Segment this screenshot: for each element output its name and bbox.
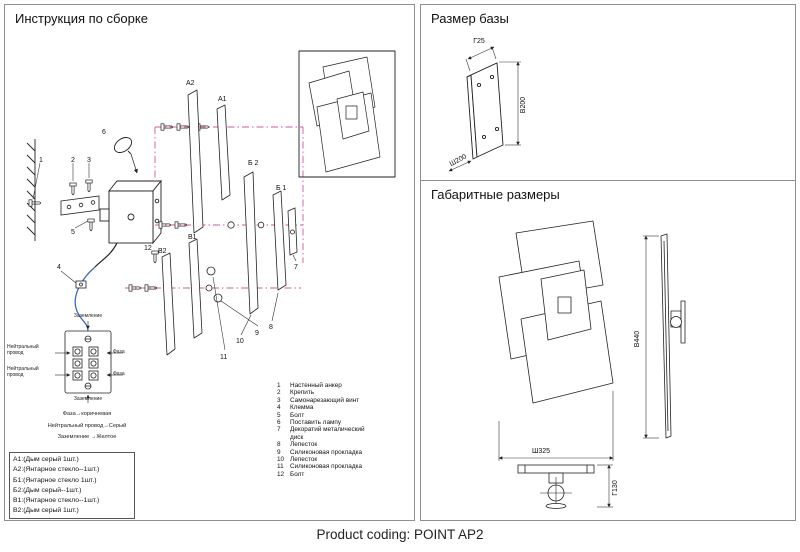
wire-clamp [75,280,87,289]
glass-label-a1: A1 [218,96,227,103]
part-label-7: 7 [294,264,298,271]
base-dimensions [448,46,521,172]
wire-color-legend: Фаза→коричневая Нейтральный провод→Серый… [21,409,153,444]
overall-dimensions-title: Габаритные размеры [431,187,560,202]
glass-variants-legend: A1:(Дым серый 1шт.) A2:(Янтарное стекло-… [9,452,135,519]
product-coding-text: Product coding: POINT AP2 [316,527,484,542]
glass-legend-row: A1:(Дым серый 1шт.) [13,456,79,463]
overall-height-dim: В440 [634,331,641,347]
base-width-dim: Ш200 [449,153,468,168]
wiring-neutral-label-1: Нейтральный провод [7,344,39,356]
glass-panel-a1 [216,104,231,201]
glass-panel-v1 [188,238,203,339]
overall-dim-lines [498,235,659,508]
part-label-5: 5 [71,229,75,236]
glass-label-a2: A2 [186,80,195,87]
part-label-1: 1 [39,157,43,164]
base-height-dim: В200 [520,97,527,113]
bracket-screw-2 [85,179,93,193]
bracket-screw-1 [69,182,77,196]
assembly-title: Инструкция по сборке [15,11,148,26]
glass-panel-b1 [272,190,287,291]
assembly-instructions-panel: Инструкция по сборке [4,4,415,521]
part-label-3: 3 [87,157,91,164]
terminal-block [64,330,112,394]
glass-panels [161,89,287,356]
wiring-phase-label-2: Фаза [113,371,125,377]
glass-legend-row: Б1:(Янтарное стекло 1шт.) [13,476,97,484]
exploded-view-drawing: 1 2 3 4 5 6 7 8 9 10 11 12 A2 A1 Б 2 Б 1… [26,50,396,403]
glass-label-b2: Б 2 [248,160,259,167]
wiring-phase-label-1: Фаза [113,349,125,355]
lamp-body [99,179,162,245]
overall-dimensions-drawing: В440 Ш325 Г130 [498,220,686,509]
bracket-bolt [87,218,95,232]
part-label-6: 6 [102,129,106,136]
glass-legend-row: A2:(Янтарное стекло--1шт.) [13,466,100,474]
wire-color-ground: Заземление →Желтое [57,434,117,440]
wire-color-phase: Фаза→коричневая [62,411,112,417]
glass-legend-row: В2:(Дым серый 1шт.) [13,507,79,515]
glass-label-b1: Б 1 [276,185,287,192]
mounting-bracket [60,195,100,216]
base-size-panel: Размер базы Г25 В200 Ш200 [420,4,796,181]
overall-depth-dim: Г130 [612,480,619,496]
glass-legend-row: Б2:(Дым серый--1шт.) [13,486,82,494]
wire-black [94,242,118,268]
part-label-10: 10 [236,338,244,345]
glass-panel-v2 [161,252,176,356]
wall-section [26,139,36,241]
part-label-9: 9 [255,330,259,337]
base-size-drawing: Г25 В200 Ш200 [448,38,527,172]
base-size-title: Размер базы [431,11,509,26]
wire-blue [74,266,96,332]
base-depth-dim: Г25 [473,38,485,45]
part-label-2: 2 [71,157,75,164]
wire-color-neutral: Нейтральный провод→Серый [47,422,127,429]
glass-panel-b2 [243,171,259,315]
overall-width-dim: Ш325 [532,448,550,455]
front-view [498,220,614,404]
part-label-8: 8 [269,324,273,331]
glass-label-v2: B2 [158,248,167,255]
base-plate [466,62,504,160]
glass-legend-row: В1:(Янтарное стекло--1шт.) [13,497,100,505]
metal-disc [287,207,298,256]
leader-lines [32,162,297,351]
wiring-arrows [55,321,123,403]
part-label-12: 12 [144,245,152,252]
wiring-ground-top-label: Заземление [73,313,103,319]
side-view [660,233,686,439]
bottom-view [517,464,595,509]
glass-panel-a2 [187,89,204,234]
part-label-11: 11 [220,354,227,361]
overall-dimensions-panel: Габаритные размеры [420,180,796,521]
bulb-icon [113,137,138,174]
wiring-ground-bottom-label: Заземление [73,396,103,402]
part-label-4: 4 [57,264,61,271]
glass-label-v1: B1 [188,234,197,241]
wiring-neutral-label-2: Нейтральный провод [7,366,39,378]
assembled-inset [298,50,396,178]
